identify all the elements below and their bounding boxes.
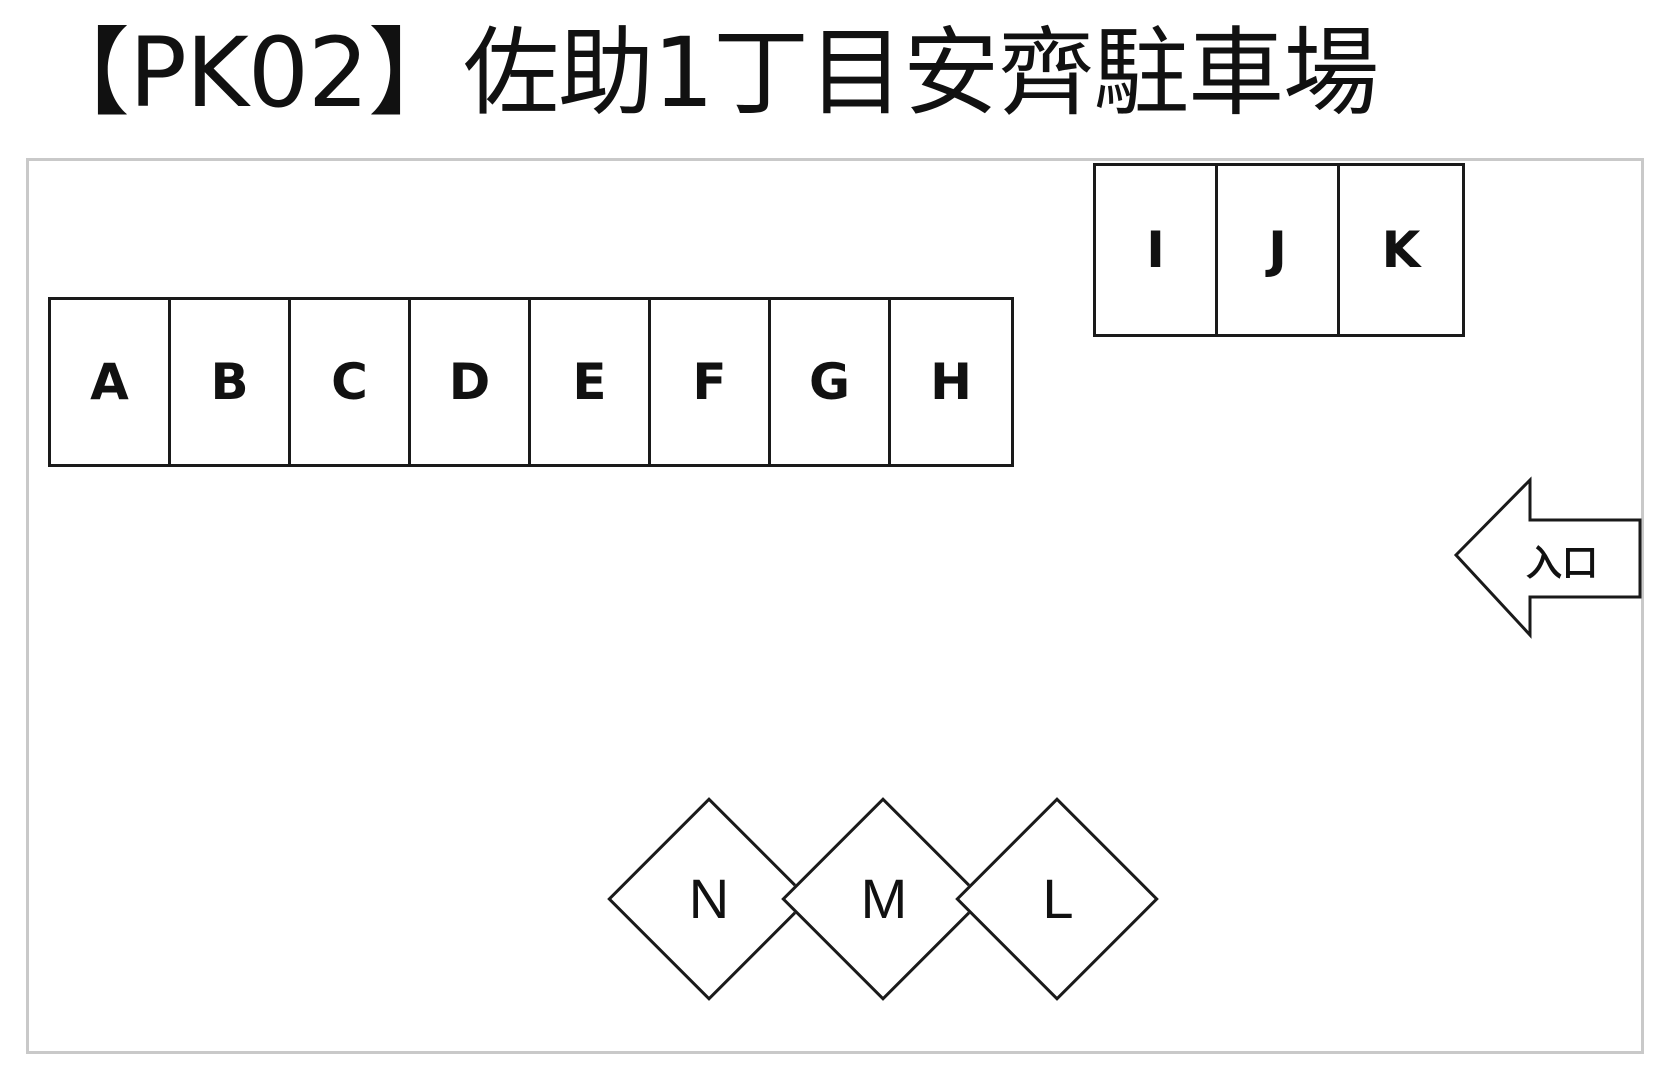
stall-row-a-h: A B C D E F G H bbox=[48, 297, 1014, 467]
stall-row-i-k: I J K bbox=[1093, 163, 1465, 337]
stall-f: F bbox=[651, 300, 771, 464]
stall-j: J bbox=[1218, 166, 1340, 334]
stall-k: K bbox=[1381, 221, 1421, 279]
stall-c: C bbox=[291, 300, 411, 464]
parking-lot-outline bbox=[26, 158, 1644, 1054]
page-title: 【PK02】佐助1丁目安齊駐車場 bbox=[34, 17, 1379, 129]
stall-l: L bbox=[1042, 867, 1074, 930]
stall-i: I bbox=[1096, 166, 1218, 334]
stall-a: A bbox=[51, 300, 171, 464]
stall-e: E bbox=[531, 300, 651, 464]
stall-h: H bbox=[930, 353, 972, 411]
entrance-label: 入口 bbox=[1526, 543, 1599, 584]
stall-g: G bbox=[771, 300, 891, 464]
entrance-arrow-icon bbox=[1453, 476, 1642, 639]
stall-d: D bbox=[411, 300, 531, 464]
stall-m: M bbox=[860, 867, 908, 930]
stall-b: B bbox=[171, 300, 291, 464]
stall-n: N bbox=[688, 867, 730, 930]
